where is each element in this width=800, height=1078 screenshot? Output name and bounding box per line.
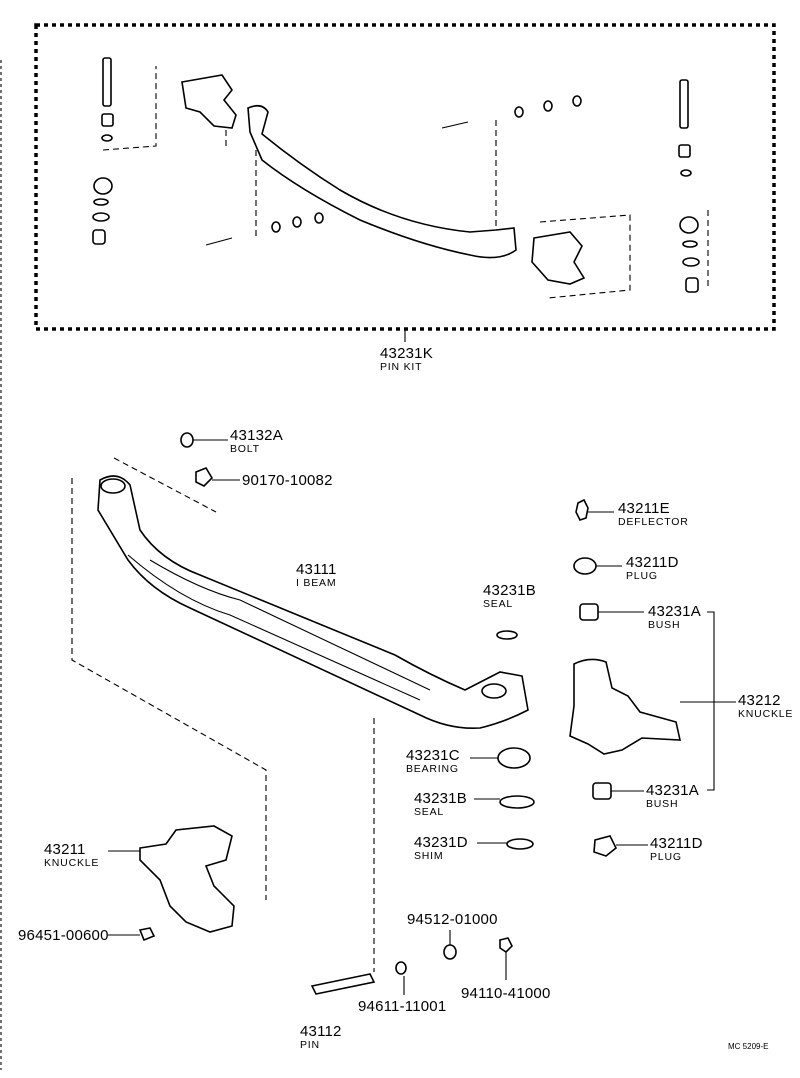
label-knuckle-right: 43212 KNUCKLE: [738, 692, 794, 720]
label-pin: 43112 PIN: [300, 1023, 342, 1051]
label-nut: 90170-10082: [242, 472, 333, 489]
label-bolt: 43132A BOLT: [230, 427, 283, 455]
label-bush-bottom: 43231A BUSH: [646, 782, 699, 810]
bolt-drawing: [180, 432, 240, 487]
label-washer-b: 94611-11001: [358, 998, 447, 1015]
label-seal-mid: 43231B SEAL: [414, 790, 467, 818]
pin-kit-label: 43231K PIN KIT: [380, 346, 433, 373]
i-beam-drawing: [71, 457, 529, 972]
label-plug-top: 43211D PLUG: [626, 554, 679, 582]
right-parts-drawing: [496, 498, 736, 857]
center-parts-drawing: [470, 747, 535, 850]
pin-kit-parts: [92, 57, 709, 299]
label-shim: 43231D SHIM: [414, 834, 468, 862]
label-ibeam: 43111 I BEAM: [296, 561, 337, 589]
label-washer-a: 94512-01000: [407, 911, 498, 928]
pin-kit-frame: [34, 23, 776, 331]
label-bearing: 43231C BEARING: [406, 747, 460, 775]
left-knuckle-drawing: [108, 825, 235, 942]
label-seal-top: 43231B SEAL: [483, 582, 536, 610]
label-deflector: 43211E DEFLECTOR: [618, 500, 689, 528]
footer-code: MC 5209-E: [728, 1042, 769, 1051]
pin-drawing: [310, 930, 513, 995]
pin-kit-number: 43231K: [380, 345, 433, 362]
label-knuckle-left: 43211 KNUCKLE: [44, 841, 100, 869]
label-bush-top: 43231A BUSH: [648, 603, 701, 631]
label-grease-fitting: 96451-00600: [18, 927, 109, 944]
label-plug-bottom: 43211D PLUG: [650, 835, 703, 863]
label-nut-b: 94110-41000: [461, 985, 551, 1002]
pin-kit-name: PIN KIT: [380, 361, 423, 373]
